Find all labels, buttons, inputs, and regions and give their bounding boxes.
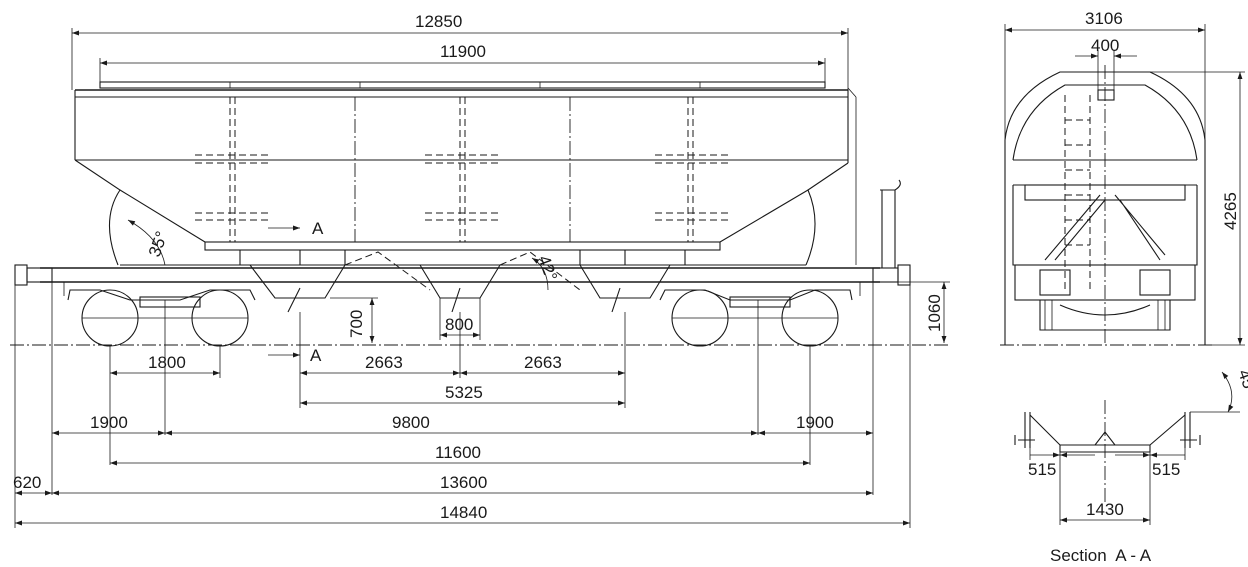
- dim-section-outlet: 1430: [1086, 500, 1124, 519]
- bogie-right: [659, 289, 853, 347]
- dim-section-right-gap: 515: [1152, 460, 1180, 479]
- dim-frame-length: 13600: [440, 473, 487, 492]
- dim-end-right: 1900: [796, 413, 834, 432]
- side-view: 12850 11900 1800 2663 2663 5325 1900 980…: [10, 12, 950, 528]
- section-caption: Section A - A: [1050, 546, 1152, 565]
- underframe: [14, 179, 911, 296]
- dim-frame-height: 1060: [925, 294, 944, 332]
- dimension-lines: [15, 30, 947, 526]
- extension-lines: [14, 28, 950, 528]
- hopper-outlets: [239, 250, 686, 313]
- dim-bogie-base: 1800: [148, 353, 186, 372]
- dim-overall-top: 12850: [415, 12, 462, 31]
- roof-walkway: [99, 81, 826, 89]
- angle-end-slope: 35°: [145, 229, 172, 260]
- end-view: 3106 400 4265: [1000, 9, 1245, 346]
- hopper-body: [74, 87, 857, 266]
- dim-hopper-2: 2663: [524, 353, 562, 372]
- end-ladder: [1064, 95, 1091, 290]
- dim-end-left: 1900: [90, 413, 128, 432]
- dim-pivot-span: 11600: [435, 443, 481, 462]
- bogie-left: [67, 289, 256, 347]
- angle-section: 45°: [1234, 367, 1248, 398]
- dim-end-width: 3106: [1085, 9, 1123, 28]
- angle-hopper-slope: 42°: [534, 253, 561, 284]
- dim-center-span: 9800: [392, 413, 430, 432]
- dim-outlet-height: 700: [347, 310, 366, 338]
- dim-roof: 11900: [440, 42, 486, 61]
- dim-overall-length: 14840: [440, 503, 487, 522]
- section-mark-lower: A: [310, 346, 322, 365]
- dim-hopper-1: 2663: [365, 353, 403, 372]
- dim-end-height: 4265: [1221, 192, 1240, 230]
- dim-outlet-width: 800: [445, 315, 473, 334]
- dim-coupler-offset: 620: [13, 473, 41, 492]
- section-a-a: 515 515 1430 45° Section A - A: [1014, 367, 1248, 565]
- dim-hatch: 400: [1091, 36, 1119, 55]
- section-mark-upper: A: [312, 219, 324, 238]
- dim-section-left-gap: 515: [1028, 460, 1056, 479]
- dim-hopper-span: 5325: [445, 383, 483, 402]
